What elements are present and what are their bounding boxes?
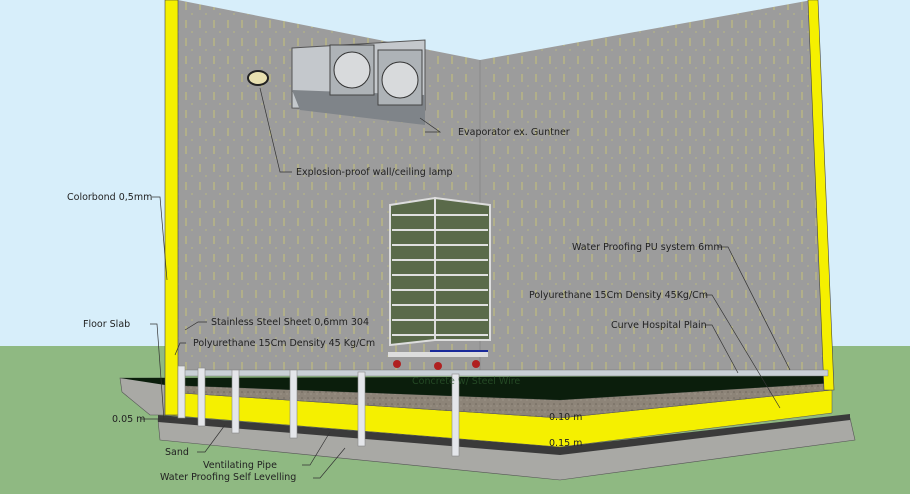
label-water-proofing-self: Water Proofing Self Levelling: [160, 472, 297, 483]
evaporator-icon: [291, 39, 426, 125]
label-colorbond: Colorbond 0,5mm: [67, 192, 153, 203]
label-evaporator: Evaporator ex. Guntner: [458, 127, 570, 138]
right-wall: [480, 0, 828, 376]
label-lamp: Explosion-proof wall/ceiling lamp: [296, 167, 453, 178]
right-wall-edge: [807, 0, 835, 391]
label-polyurethane-floor: Polyurethane 15Cm Density 45 Kg/Cm: [193, 338, 376, 349]
concrete-slab-top: [120, 376, 832, 400]
label-dim-005: 0.05 m: [112, 414, 146, 425]
leader-lines: [141, 87, 791, 479]
label-floor-slab: Floor Slab: [83, 319, 131, 330]
label-water-proofing-pu: Water Proofing PU system 6mm: [572, 242, 723, 253]
lamp-icon: [247, 70, 269, 86]
label-sand: Sand: [165, 447, 189, 458]
left-wall-edge: [164, 0, 179, 416]
label-polyurethane-wall: Polyurethane 15Cm Density 45Kg/Cm: [529, 290, 709, 301]
ventilating-pipes: [177, 365, 460, 457]
label-ventilating-pipe: Ventilating Pipe: [203, 460, 277, 471]
trolley-rack-icon: [388, 196, 491, 370]
water-proofing-layer: [158, 414, 850, 455]
label-stainless: Stainless Steel Sheet 0,6mm 304: [211, 317, 369, 328]
label-curve-hospital: Curve Hospital Plain: [611, 320, 707, 331]
label-dim-015: 0.15 m: [549, 438, 583, 449]
label-dim-010: 0.10 m: [549, 412, 583, 423]
label-concrete: Concrete w/ Steel Wire: [412, 376, 521, 387]
